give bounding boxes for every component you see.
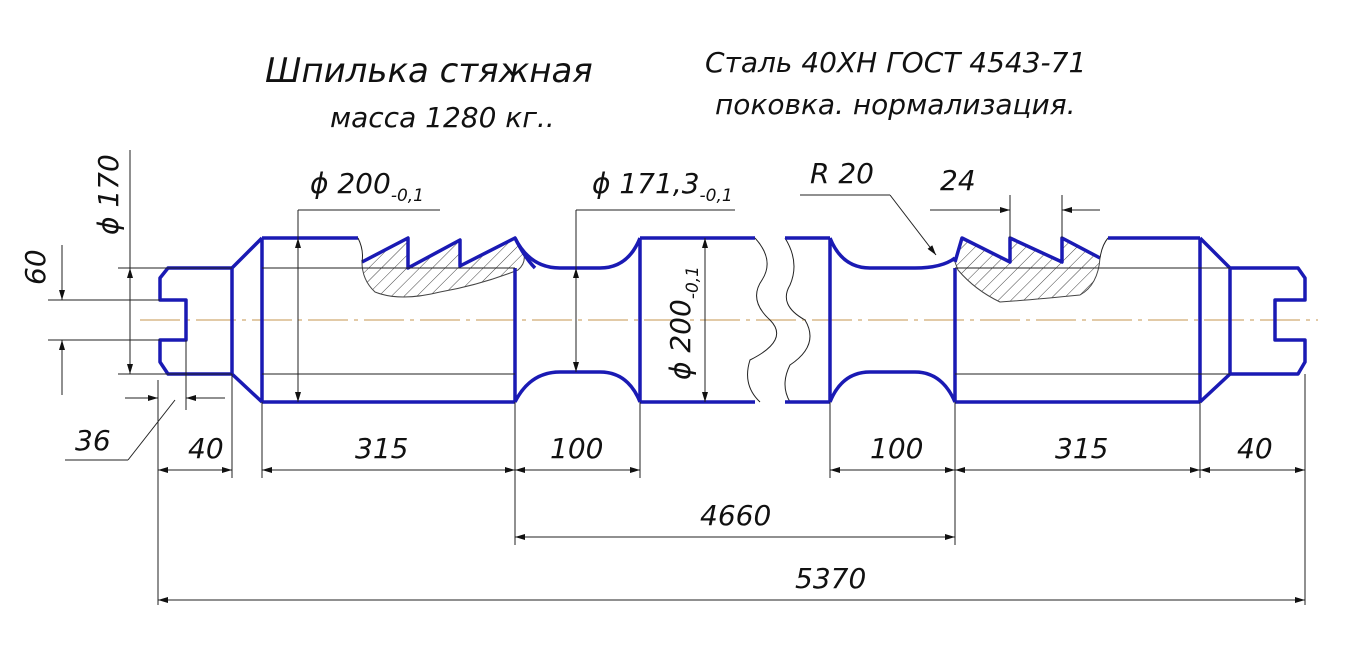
right-end-outline (955, 236, 1307, 404)
mass-label: масса 1280 кг.. (330, 101, 555, 134)
dim-100-right: 100 (870, 432, 923, 465)
dim-100-left: 100 (550, 432, 603, 465)
break-line-left (747, 237, 778, 403)
dimension-lines (59, 207, 1305, 603)
dim-315-right: 315 (1055, 432, 1108, 465)
break-line (357, 237, 363, 263)
dim-d200-mid-tol: -0,1 (683, 266, 703, 299)
dim-d171-value: ϕ 171,3 (592, 167, 700, 200)
dim-d200-mid-value: ϕ 200 (664, 299, 697, 380)
dim-60: 60 (19, 249, 52, 285)
dim-36: 36 (75, 424, 111, 457)
dim-d200-left-tol: -0,1 (391, 186, 424, 206)
dim-d171: ϕ 171,3-0,1 (592, 167, 733, 206)
dim-d200-left-value: ϕ 200 (310, 167, 391, 200)
dim-4660: 4660 (700, 499, 771, 532)
dim-40-left: 40 (188, 432, 224, 465)
break-line-right (784, 237, 811, 403)
dim-d200-mid: ϕ 200-0,1 (664, 266, 703, 380)
dim-d171-tol: -0,1 (700, 186, 733, 206)
part-title: Шпилька стяжная (265, 51, 593, 91)
dim-pitch: 24 (940, 164, 976, 197)
material-label: Сталь 40ХН ГОСТ 4543-71 (705, 46, 1086, 79)
dim-r20: R 20 (810, 157, 874, 190)
dim-d170: ϕ 170 (92, 154, 125, 235)
dim-315-left: 315 (355, 432, 408, 465)
extension-lines (48, 150, 1306, 605)
break-line (1099, 237, 1109, 259)
dim-5370: 5370 (795, 562, 866, 595)
dim-40-right: 40 (1237, 432, 1273, 465)
right-neck-outline (785, 236, 957, 404)
left-end-outline (158, 236, 515, 404)
process-label: поковка. нормализация. (715, 88, 1076, 121)
dim-d200-left: ϕ 200-0,1 (310, 167, 424, 206)
left-neck-outline (513, 236, 755, 404)
